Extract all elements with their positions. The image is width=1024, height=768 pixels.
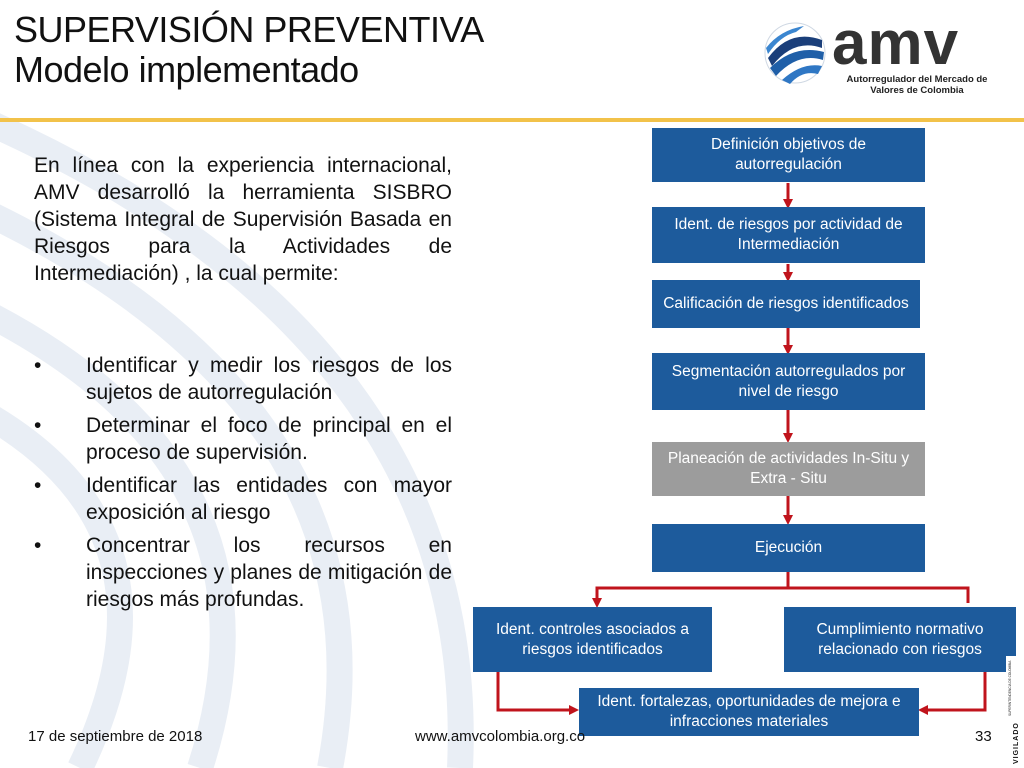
flow-step-controls: Ident. controles asociados a riesgos ide… — [473, 607, 712, 672]
arrow-right-to-8 — [918, 672, 987, 715]
bullet-marker: • — [34, 414, 42, 437]
bullet-list: • Identificar y medir los riesgos de los… — [34, 352, 452, 619]
footer-url[interactable]: www.amvcolombia.org.co — [415, 728, 586, 745]
intro-paragraph: En línea con la experiencia internaciona… — [34, 152, 452, 287]
logo-wordmark: amv — [832, 9, 960, 78]
title-line-2: Modelo implementado — [14, 49, 359, 90]
arrow-6-split-right — [788, 586, 970, 603]
flow-step-execution: Ejecución — [652, 524, 925, 572]
flow-step-strengths: Ident. fortalezas, oportunidades de mejo… — [579, 688, 919, 736]
flow-step-objectives: Definición objetivos de autorregulación — [652, 128, 925, 182]
flow-step-risk-identification: Ident. de riesgos por actividad de Inter… — [652, 207, 925, 263]
bullet-text: Identificar y medir los riesgos de los s… — [86, 354, 452, 404]
bullet-marker: • — [34, 354, 42, 377]
flow-step-planning: Planeación de actividades In-Situ y Extr… — [652, 442, 925, 496]
vigilado-subtext: SUPERINTENDENCIA DE COLOMBIA — [1008, 660, 1012, 716]
slide-title: SUPERVISIÓN PREVENTIVA Modelo implementa… — [14, 10, 484, 90]
vigilado-text: VIGILADO — [1013, 722, 1020, 764]
arrow-left-to-8 — [496, 672, 579, 715]
arrow-6-split — [592, 572, 790, 608]
vigilado-seal: VIGILADO SUPERINTENDENCIA DE COLOMBIA — [1006, 656, 1022, 766]
bullet-text: Concentrar los recursos en inspecciones … — [86, 534, 452, 611]
bullet-item: • Determinar el foco de principal en el … — [34, 412, 452, 466]
bullet-text: Identificar las entidades con mayor expo… — [86, 474, 452, 524]
bullet-text: Determinar el foco de principal en el pr… — [86, 414, 452, 464]
flow-step-risk-rating: Calificación de riesgos identificados — [652, 280, 920, 328]
footer-date: 17 de septiembre de 2018 — [28, 728, 203, 745]
flow-step-segmentation: Segmentación autorregulados por nivel de… — [652, 353, 925, 410]
page-number: 33 — [975, 728, 992, 745]
amv-logo: amv Autorregulador del Mercado de Valore… — [760, 9, 1010, 104]
bullet-item: • Identificar las entidades con mayor ex… — [34, 472, 452, 526]
header-divider — [0, 118, 1024, 122]
bullet-item: • Identificar y medir los riesgos de los… — [34, 352, 452, 406]
flow-step-compliance: Cumplimiento normativo relacionado con r… — [784, 607, 1016, 672]
intro-text: En línea con la experiencia internaciona… — [34, 154, 452, 285]
bullet-item: • Concentrar los recursos en inspeccione… — [34, 532, 452, 613]
bullet-marker: • — [34, 534, 42, 557]
bullet-marker: • — [34, 474, 42, 497]
title-line-1: SUPERVISIÓN PREVENTIVA — [14, 9, 484, 50]
globe-icon — [764, 22, 826, 84]
logo-subtitle: Autorregulador del Mercado de Valores de… — [846, 74, 988, 96]
